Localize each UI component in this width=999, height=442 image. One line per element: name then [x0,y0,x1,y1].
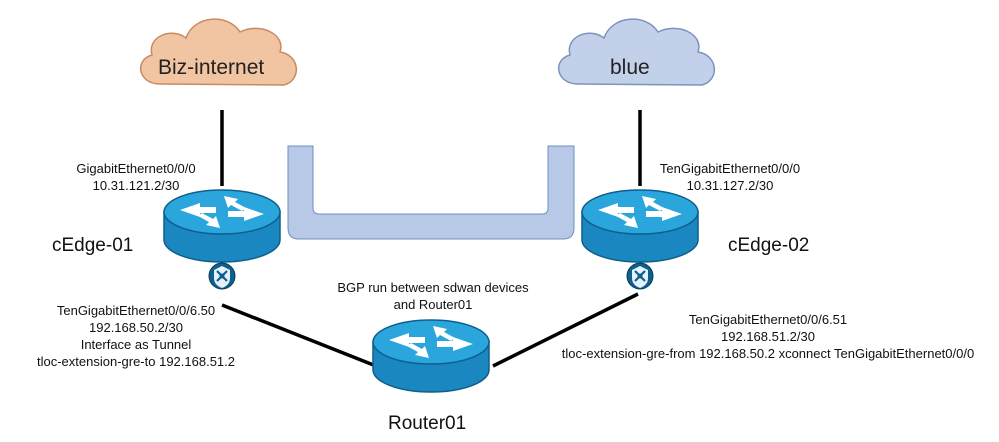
edge1-lan-note-tunnel: Interface as Tunnel [80,337,192,352]
edge1-lan-note-tloc: tloc-extension-gre-to 192.168.51.2 [36,354,235,369]
edge2-lan-interface-ip: 192.168.51.2/30 [721,329,815,344]
bgp-note-line2: and Router01 [393,297,473,312]
edge2-lan-interface: TenGigabitEthernet0/0/6.51 192.168.51.2/… [540,311,996,362]
edge2-wan-interface-ip: 10.31.127.2/30 [686,178,774,193]
cedge-02-router-icon [581,189,699,263]
edge1-wan-interface-ip: 10.31.121.2/30 [92,178,180,193]
cloud-label-biz-internet: Biz-internet [158,56,265,79]
cedge-02-sdwan-badge-icon [625,261,655,291]
cedge-01-sdwan-badge-icon [207,261,237,291]
cedge-02-label: cEdge-02 [728,235,810,256]
cloud-label-blue: blue [610,56,650,79]
edge1-lan-interface: TenGigabitEthernet0/0/6.50 192.168.50.2/… [6,302,266,370]
edge2-wan-interface-name: TenGigabitEthernet0/0/0 [659,161,801,176]
edge1-wan-interface-name: GigabitEthernet0/0/0 [76,161,196,176]
cedge-01-router-icon [163,189,281,263]
link-edge2-router01 [492,292,639,368]
link-edge1-router01 [221,303,377,368]
cloud-biz-internet [139,18,297,86]
edge2-lan-note-tloc: tloc-extension-gre-from 192.168.50.2 xco… [561,346,975,361]
bgp-note-line1: BGP run between sdwan devices [337,280,529,295]
gre-tunnel [287,145,575,240]
cloud-blue [557,18,715,86]
edge1-wan-interface: GigabitEthernet0/0/0 10.31.121.2/30 [66,160,206,194]
router01-icon [372,319,490,393]
bgp-note: BGP run between sdwan devices and Router… [328,279,538,313]
edge1-lan-interface-name: TenGigabitEthernet0/0/6.50 [56,303,216,318]
cedge-01-label: cEdge-01 [52,235,134,256]
router01-label: Router01 [388,413,467,434]
edge2-lan-interface-name: TenGigabitEthernet0/0/6.51 [688,312,848,327]
edge2-wan-interface: TenGigabitEthernet0/0/0 10.31.127.2/30 [650,160,810,194]
edge1-lan-interface-ip: 192.168.50.2/30 [89,320,183,335]
